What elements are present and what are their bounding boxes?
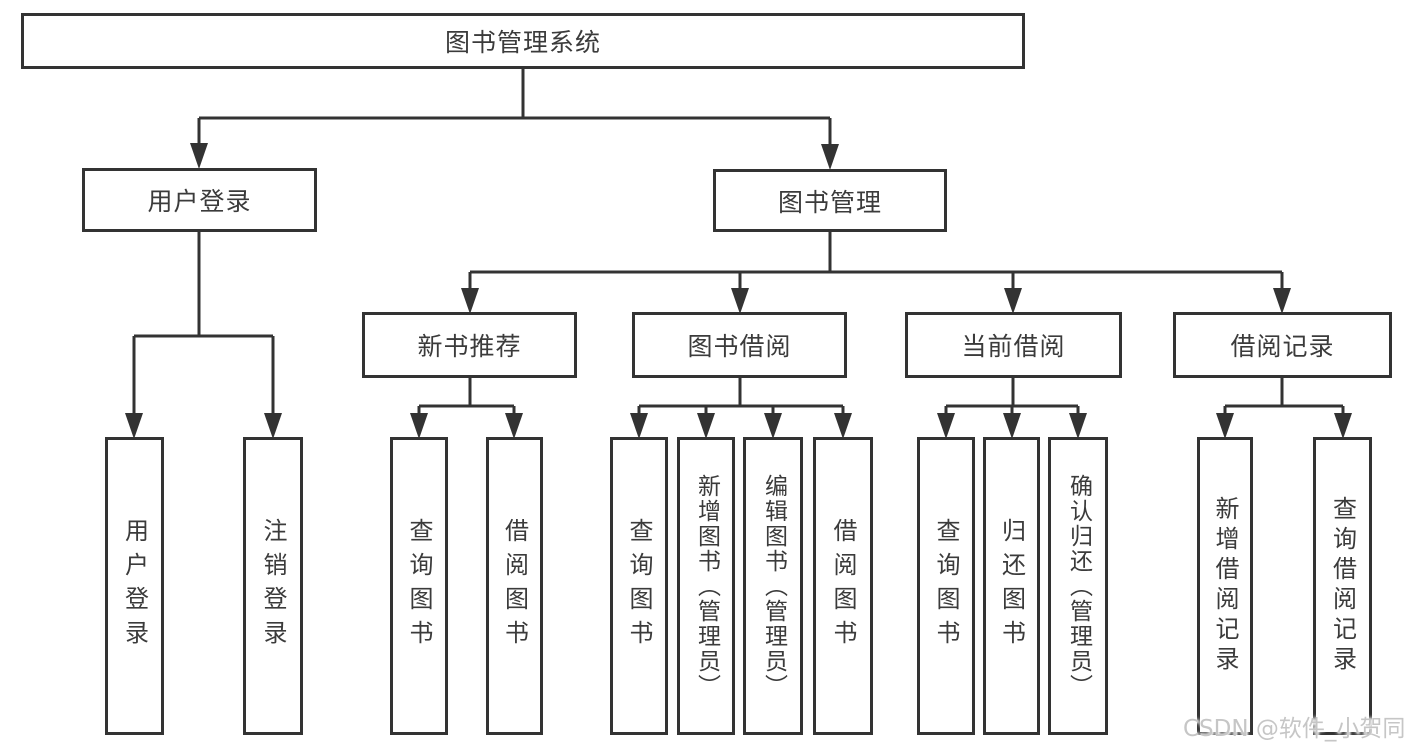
leaf-label: 查询图书 — [625, 518, 653, 654]
leaf-logout-login: 注销登录 — [243, 437, 303, 735]
arrowhead-down-icon — [264, 413, 282, 439]
arrowhead-down-icon — [410, 413, 428, 439]
arrowhead-down-icon — [1004, 288, 1022, 314]
arrowhead-down-icon — [1003, 413, 1021, 439]
leaf-label: 查询借阅记录 — [1328, 496, 1357, 676]
leaf-query-borrow-record: 查询借阅记录 — [1313, 437, 1372, 735]
leaf-label: 注销登录 — [259, 518, 287, 654]
node-borrowing-records: 借阅记录 — [1173, 312, 1392, 378]
arrowhead-down-icon — [821, 144, 839, 170]
arrowhead-down-icon — [834, 413, 852, 439]
arrowhead-down-icon — [190, 143, 208, 169]
arrowhead-down-icon — [1069, 413, 1087, 439]
leaf-label: 归还图书 — [997, 518, 1026, 654]
leaf-label: 查询图书 — [405, 518, 433, 654]
leaf-label: 确认归还（管理员） — [1065, 473, 1092, 699]
node-label: 用户登录 — [147, 187, 252, 216]
leaf-borrow-books-recommend: 借阅图书 — [486, 437, 543, 735]
arrowhead-down-icon — [125, 413, 143, 439]
arrowhead-down-icon — [505, 413, 523, 439]
leaf-label: 查询图书 — [932, 518, 960, 654]
arrowhead-down-icon — [764, 413, 782, 439]
node-current-borrowing: 当前借阅 — [905, 312, 1122, 378]
arrowhead-down-icon — [1216, 413, 1234, 439]
leaf-label: 新增图书（管理员） — [693, 473, 720, 699]
arrowhead-down-icon — [1273, 288, 1291, 314]
arrowhead-down-icon — [697, 413, 715, 439]
leaf-query-books-current: 查询图书 — [917, 437, 975, 735]
node-new-book-recommendation: 新书推荐 — [362, 312, 577, 378]
arrowhead-down-icon — [630, 413, 648, 439]
leaf-label: 新增借阅记录 — [1211, 496, 1239, 676]
leaf-add-books-admin: 新增图书（管理员） — [677, 437, 735, 735]
leaf-label: 借阅图书 — [500, 518, 529, 654]
csdn-watermark: CSDN @软件_小贺同学 — [1183, 716, 1405, 742]
arrowhead-down-icon — [461, 288, 479, 314]
node-label: 当前借阅 — [961, 332, 1066, 361]
leaf-query-books-recommend: 查询图书 — [390, 437, 448, 735]
leaf-add-borrow-record: 新增借阅记录 — [1197, 437, 1253, 735]
node-label: 图书管理系统 — [444, 28, 601, 57]
node-book-management: 图书管理 — [713, 169, 947, 232]
arrowhead-down-icon — [1334, 413, 1352, 439]
node-label: 新书推荐 — [417, 332, 522, 361]
node-label: 图书借阅 — [687, 332, 792, 361]
leaf-label: 用户登录 — [120, 518, 149, 654]
leaf-borrow-books: 借阅图书 — [813, 437, 873, 735]
leaf-edit-books-admin: 编辑图书（管理员） — [743, 437, 803, 735]
leaf-user-login: 用户登录 — [105, 437, 164, 735]
leaf-label: 借阅图书 — [829, 518, 857, 654]
leaf-query-books-borrowing: 查询图书 — [610, 437, 668, 735]
leaf-confirm-return-admin: 确认归还（管理员） — [1048, 437, 1108, 735]
node-book-borrowing: 图书借阅 — [632, 312, 847, 378]
leaf-return-books: 归还图书 — [983, 437, 1040, 735]
arrowhead-down-icon — [937, 413, 955, 439]
node-label: 图书管理 — [777, 187, 882, 217]
node-user-login: 用户登录 — [82, 168, 317, 232]
node-label: 借阅记录 — [1230, 332, 1335, 361]
leaf-label: 编辑图书（管理员） — [760, 473, 787, 699]
node-library-management-system: 图书管理系统 — [21, 13, 1025, 69]
arrowhead-down-icon — [731, 288, 749, 314]
